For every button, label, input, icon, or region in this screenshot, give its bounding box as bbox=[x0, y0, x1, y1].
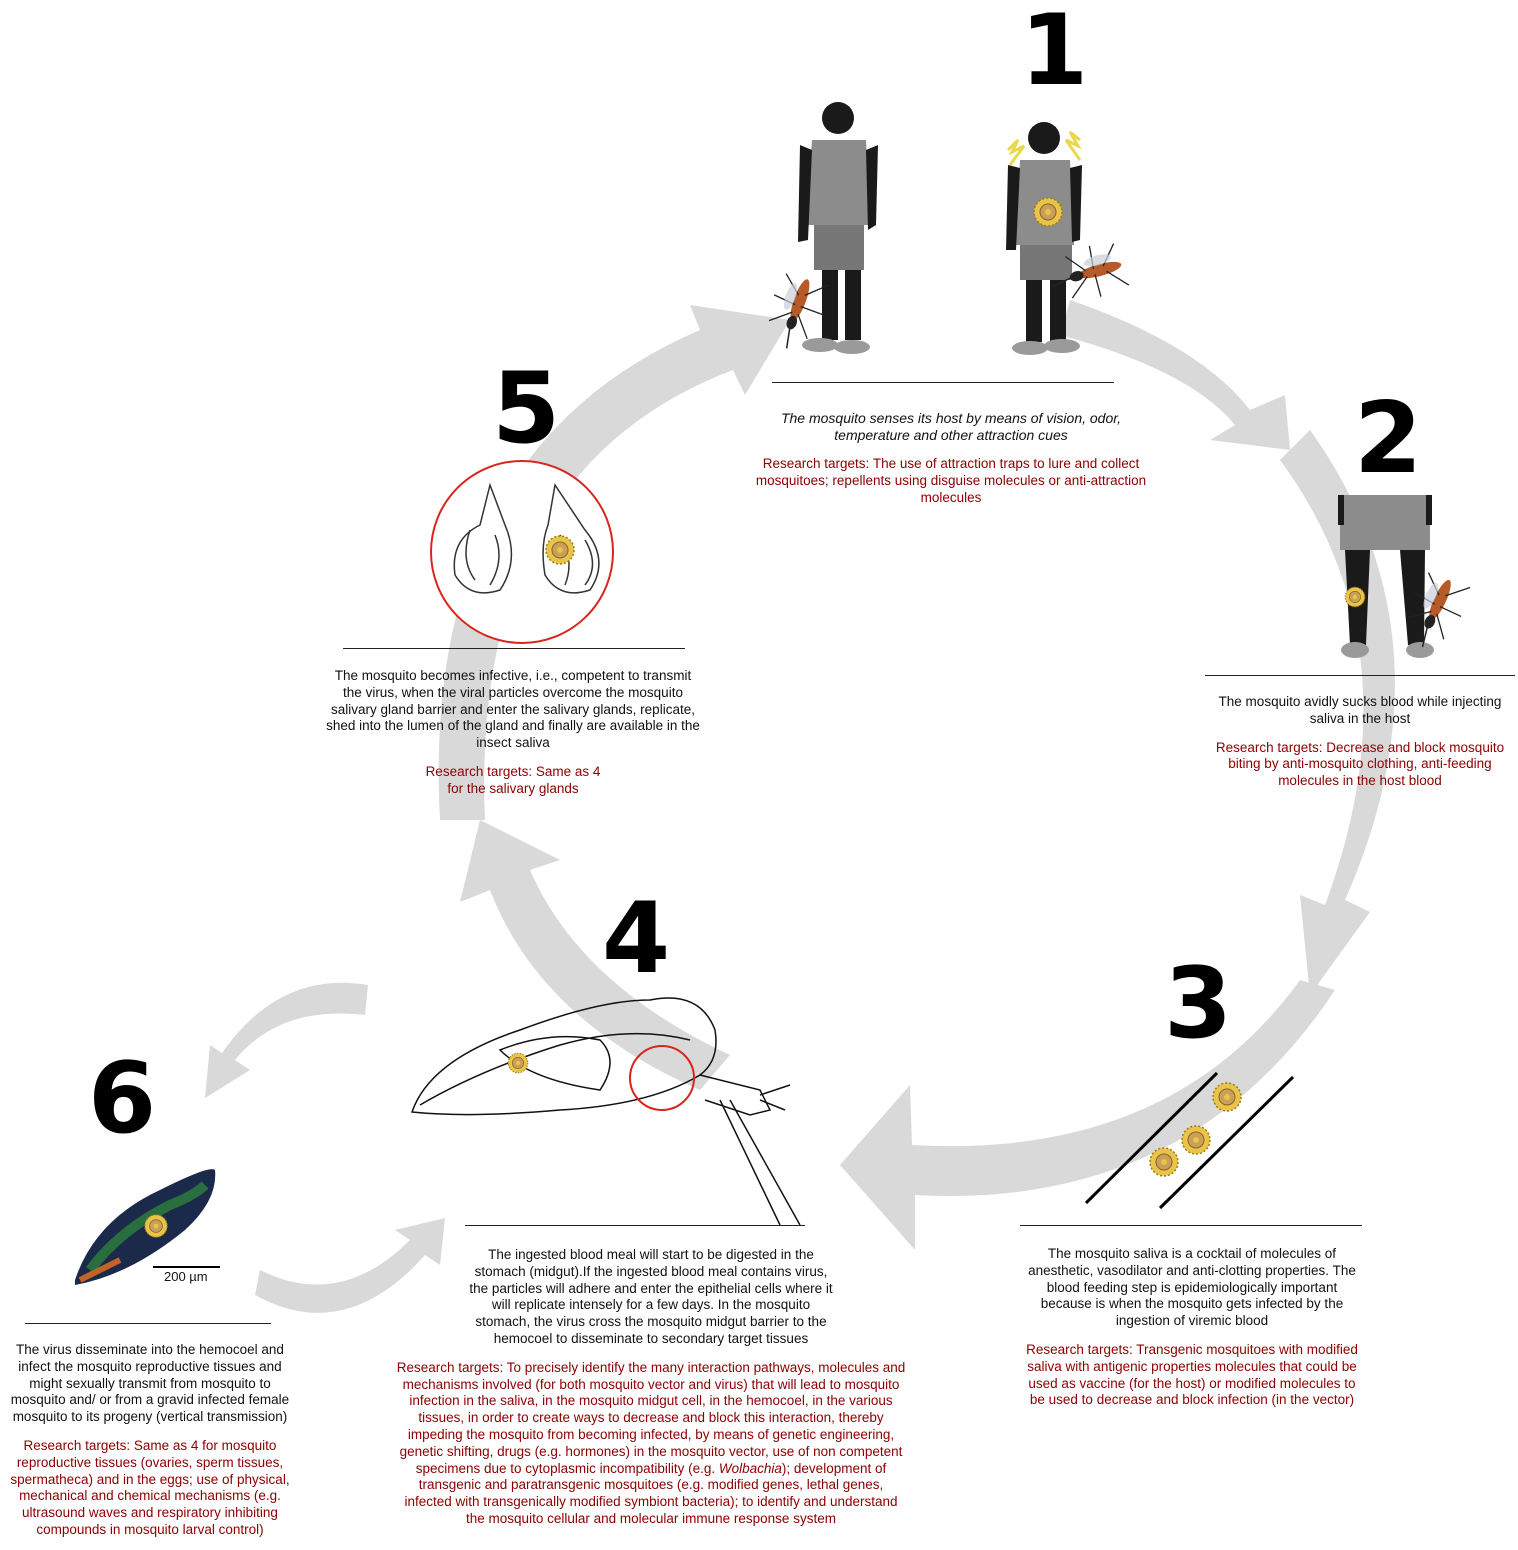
arrow-6-to-4 bbox=[255, 1218, 445, 1313]
step-number-5: 5 bbox=[492, 352, 561, 466]
step-4-research-text-b: ); development of transgenic and paratra… bbox=[404, 1460, 898, 1526]
step-1-research-label: Research targets: bbox=[762, 456, 870, 471]
step-6-research: Research targets: Same as 4 for mosquito… bbox=[2, 1438, 298, 1539]
rule-step-3 bbox=[1020, 1225, 1362, 1226]
step-2-research-label: Research targets: bbox=[1215, 739, 1323, 755]
step-4-description: The ingested blood meal will start to be… bbox=[469, 1247, 833, 1346]
step-4-research: Research targets: To precisely identify … bbox=[394, 1360, 908, 1528]
step-1-research-text: The use of attraction traps to lure and … bbox=[755, 456, 1147, 505]
step-number-3: 3 bbox=[1164, 947, 1233, 1061]
step-6-research-label: Research targets: bbox=[23, 1437, 131, 1453]
step-2-text: The mosquito avidly sucks blood while in… bbox=[1203, 694, 1517, 790]
step-6-description: The virus disseminate into the hemocoel … bbox=[10, 1342, 290, 1425]
step-5-research-label: Research targets: bbox=[425, 763, 533, 779]
step-6-research-text: Same as 4 for mosquito reproductive tiss… bbox=[10, 1437, 290, 1537]
step-1-description: The mosquito senses its host by means of… bbox=[780, 410, 1122, 443]
salivary-gland-circle bbox=[430, 460, 614, 644]
midgut-highlight-circle bbox=[629, 1045, 695, 1111]
step-4-research-text-a: To precisely identify the many interacti… bbox=[399, 1359, 906, 1476]
rule-step-4 bbox=[465, 1225, 805, 1226]
step-5-research-text: Same as 4 for the salivary glands bbox=[447, 763, 601, 796]
step-3-research-label: Research targets: bbox=[1026, 1341, 1133, 1357]
step-2-description: The mosquito avidly sucks blood while in… bbox=[1218, 694, 1502, 726]
rule-step-2 bbox=[1205, 675, 1515, 676]
blood-vessel-illustration bbox=[1084, 1071, 1295, 1210]
step-5-description: The mosquito becomes infective, i.e., co… bbox=[326, 668, 700, 751]
host-figure-front bbox=[798, 102, 878, 354]
arrow-3-to-4 bbox=[840, 980, 1335, 1250]
mosquito-anatomy-illustration bbox=[410, 997, 801, 1226]
step-6-text: The virus disseminate into the hemocoel … bbox=[2, 1342, 298, 1539]
step-4-research-text-italic: Wolbachia bbox=[718, 1460, 782, 1476]
rule-step-5 bbox=[343, 648, 685, 649]
rule-step-1 bbox=[772, 382, 1114, 383]
host-legs-figure bbox=[1338, 495, 1434, 658]
arrow-1-to-2 bbox=[1060, 300, 1290, 450]
step-3-text: The mosquito saliva is a cocktail of mol… bbox=[1022, 1246, 1362, 1409]
step-number-2: 2 bbox=[1354, 382, 1423, 496]
step-5-research: Research targets: Same as 4 for the sali… bbox=[325, 764, 701, 798]
step-2-research-text: Decrease and block mosquito biting by an… bbox=[1228, 739, 1505, 789]
step-3-research-text: Transgenic mosquitoes with modified sali… bbox=[1027, 1341, 1358, 1408]
step-4-research-label: Research targets: bbox=[396, 1359, 504, 1375]
step-1-text: The mosquito senses its host by means of… bbox=[742, 410, 1160, 506]
arrow-4-to-6 bbox=[205, 982, 368, 1098]
step-1-research: Research targets: The use of attraction … bbox=[742, 456, 1160, 506]
step-5-text: The mosquito becomes infective, i.e., co… bbox=[325, 668, 701, 798]
step-3-description: The mosquito saliva is a cocktail of mol… bbox=[1028, 1246, 1356, 1329]
step-number-1: 1 bbox=[1020, 0, 1089, 108]
step-number-4: 4 bbox=[602, 882, 671, 996]
arrow-4-to-5 bbox=[460, 820, 730, 1090]
step-number-6: 6 bbox=[88, 1042, 157, 1156]
step-2-research: Research targets: Decrease and block mos… bbox=[1203, 740, 1517, 790]
salivary-glands-illustration bbox=[453, 482, 600, 594]
step-4-text: The ingested blood meal will start to be… bbox=[394, 1247, 908, 1528]
scale-bar-label: 200 µm bbox=[164, 1269, 208, 1284]
rule-step-6 bbox=[25, 1323, 271, 1324]
step-3-research: Research targets: Transgenic mosquitoes … bbox=[1022, 1342, 1362, 1409]
